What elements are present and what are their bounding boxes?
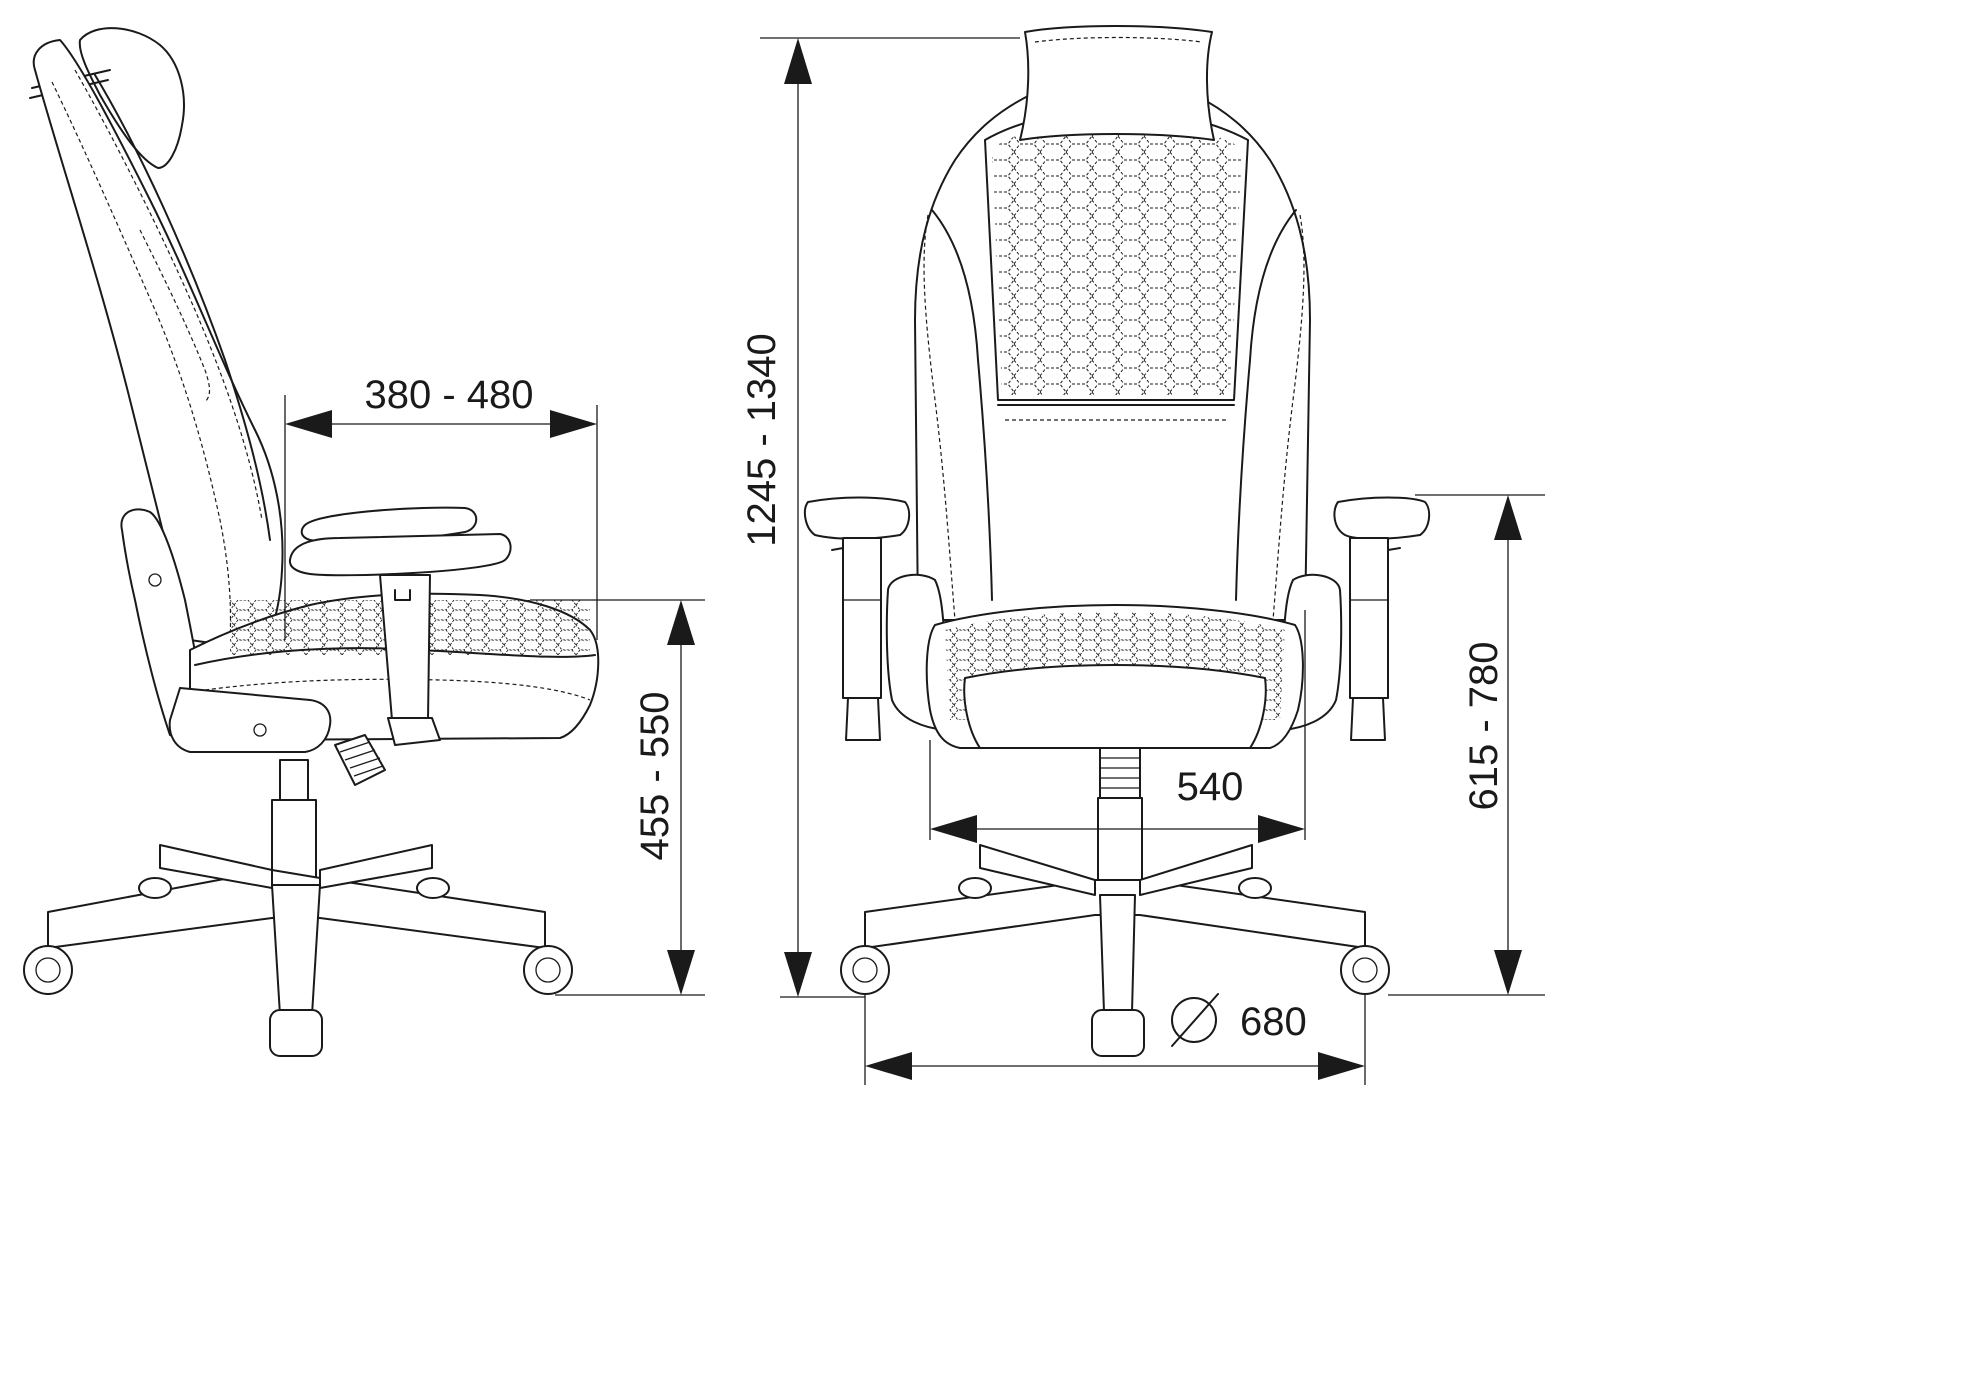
side-wheels — [23, 877, 573, 1057]
side-backrest — [32, 39, 284, 651]
seat-width-label: 540 — [1177, 765, 1244, 809]
side-tilt-knob — [334, 734, 386, 786]
front-wheels — [840, 877, 1390, 1057]
seat-height-dimension: 455 - 550 — [530, 599, 705, 996]
front-armrest-right — [1333, 496, 1431, 741]
armrest-depth-dimension: 380 - 480 — [284, 373, 598, 640]
armrest-depth-label: 380 - 480 — [364, 373, 533, 417]
front-headrest — [1019, 25, 1215, 141]
armrest-height-dimension: 615 - 780 — [1388, 494, 1545, 996]
front-gas-lift — [1097, 747, 1143, 891]
total-height-label: 1245 - 1340 — [740, 333, 784, 547]
seat-width-dimension: 540 — [929, 610, 1306, 843]
total-height-dimension: 1245 - 1340 — [740, 37, 1020, 998]
front-view: 1245 - 1340 — [740, 25, 1545, 1085]
base-diameter-dimension: 680 — [864, 993, 1366, 1085]
side-view: 380 - 480 455 - 550 — [23, 27, 705, 1057]
side-armrest — [288, 506, 512, 746]
front-base — [864, 844, 1366, 1013]
diameter-icon — [1171, 993, 1219, 1047]
front-backrest — [914, 94, 1311, 621]
front-armrest-left — [803, 496, 911, 741]
side-seat-bracket — [168, 687, 332, 753]
side-base — [47, 844, 546, 1016]
armrest-height-label: 615 - 780 — [1462, 641, 1506, 810]
front-seat — [925, 604, 1304, 749]
seat-height-label: 455 - 550 — [633, 691, 677, 860]
base-diameter-label: 680 — [1240, 1000, 1307, 1044]
chair-dimension-diagram: 380 - 480 455 - 550 1245 - 1340 — [23, 25, 1545, 1085]
